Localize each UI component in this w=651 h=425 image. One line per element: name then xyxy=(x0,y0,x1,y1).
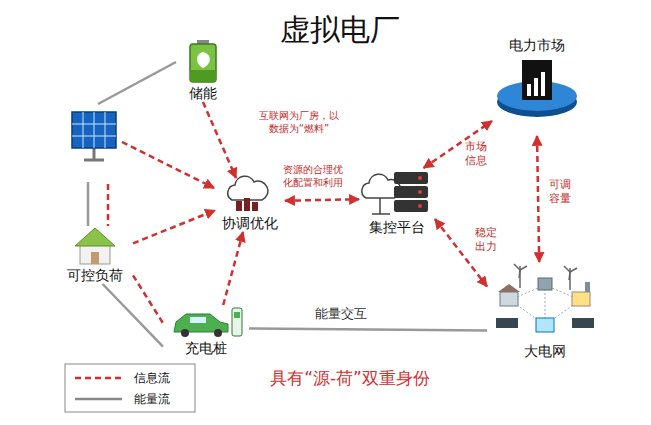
node-label: 可控负荷 xyxy=(57,266,133,284)
edge-label: 能量交互 xyxy=(306,306,376,322)
node-label: 电力市场 xyxy=(492,36,582,54)
info-flow-arrow xyxy=(133,275,163,323)
energy-wire xyxy=(98,62,176,104)
edge-label: 可调容量 xyxy=(546,178,574,206)
node-label: 储能 xyxy=(175,84,231,102)
legend-label: 能量流 xyxy=(134,391,170,407)
identity-note: 具有“源-荷”双重身份 xyxy=(240,368,460,389)
legend-sample xyxy=(75,398,122,401)
node-label: 充电桩 xyxy=(163,339,249,357)
car-charger-icon xyxy=(174,308,242,337)
coordination-node: 协调优化 xyxy=(215,178,285,232)
edge-label: 资源的合理优化配置和利用 xyxy=(280,164,346,189)
market-icon xyxy=(497,60,577,117)
energy-flow-line xyxy=(249,328,487,330)
node-label: 集控平台 xyxy=(359,218,435,236)
server-icon xyxy=(362,172,428,214)
load-node: 可控负荷 xyxy=(57,226,133,284)
edge-label: 稳定出力 xyxy=(472,226,500,254)
info-flow-arrow xyxy=(223,232,243,305)
title: 虚拟电厂 xyxy=(240,12,440,48)
info-wire xyxy=(107,184,110,226)
info-flow-arrow xyxy=(285,199,359,200)
info-wire xyxy=(122,142,214,188)
energy-wire xyxy=(87,182,90,226)
info-flow-arrow xyxy=(537,136,539,262)
platform-node: 集控平台 xyxy=(359,168,435,236)
charger-node: 充电桩 xyxy=(163,305,249,357)
energy-flow-line xyxy=(103,284,163,347)
info-flow-arrow xyxy=(203,102,236,178)
cloud-icon xyxy=(228,176,268,211)
node-label: 大电网 xyxy=(487,342,603,360)
legend-sample xyxy=(75,377,122,380)
grid-node: 大电网 xyxy=(487,262,603,360)
house-icon xyxy=(75,228,115,264)
solar-panel xyxy=(72,112,116,160)
node-label: 协调优化 xyxy=(215,214,285,232)
info-flow-arrow xyxy=(133,210,215,243)
note-text: 互联网为厂房，以数据为“燃料” xyxy=(256,110,342,135)
market-node: 电力市场 xyxy=(492,36,582,136)
grid-icon xyxy=(496,264,594,332)
info-flow-arrow xyxy=(424,121,492,168)
storage-node: 储能 xyxy=(175,38,231,102)
legend-box xyxy=(65,364,195,412)
battery-icon xyxy=(190,40,216,82)
edge-label: 市场信息 xyxy=(462,140,490,168)
legend-label: 信息流 xyxy=(134,370,170,386)
